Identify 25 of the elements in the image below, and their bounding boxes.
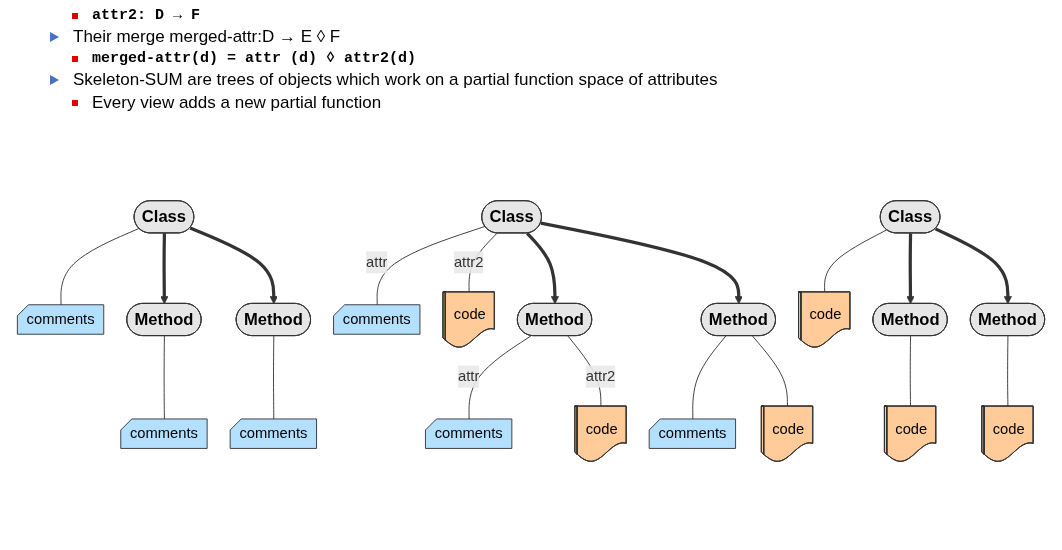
arrow (540, 221, 743, 305)
connector (752, 335, 788, 407)
connector (1007, 335, 1009, 407)
arrow (189, 226, 278, 305)
arrow (526, 232, 559, 305)
bullet-text: attr2: D → F (92, 7, 201, 24)
edge-label: attr (458, 368, 480, 384)
bullet-text: Every view adds a new partial function (92, 93, 382, 113)
edge-label: attr (366, 254, 388, 270)
edge-label: attr2 (453, 254, 484, 270)
connector (273, 335, 275, 420)
bullet-text: Their merge merged-attr:D → E ◊ F (73, 27, 341, 47)
connector (376, 225, 486, 306)
bullet-text: Skeleton-SUM are trees of objects which work on a partial function space of attributes (73, 70, 718, 90)
arrow (934, 227, 1012, 305)
arrow (160, 233, 169, 305)
arrow (906, 233, 915, 305)
bullet-text: merged-attr(d) = attr (d) ◊ attr2(d) (92, 50, 417, 67)
edge-label: attr2 (585, 368, 616, 384)
connector (692, 335, 727, 420)
connector (909, 335, 911, 407)
connector (163, 335, 165, 420)
connector (468, 335, 532, 420)
connector (824, 229, 888, 293)
connector (60, 227, 140, 306)
